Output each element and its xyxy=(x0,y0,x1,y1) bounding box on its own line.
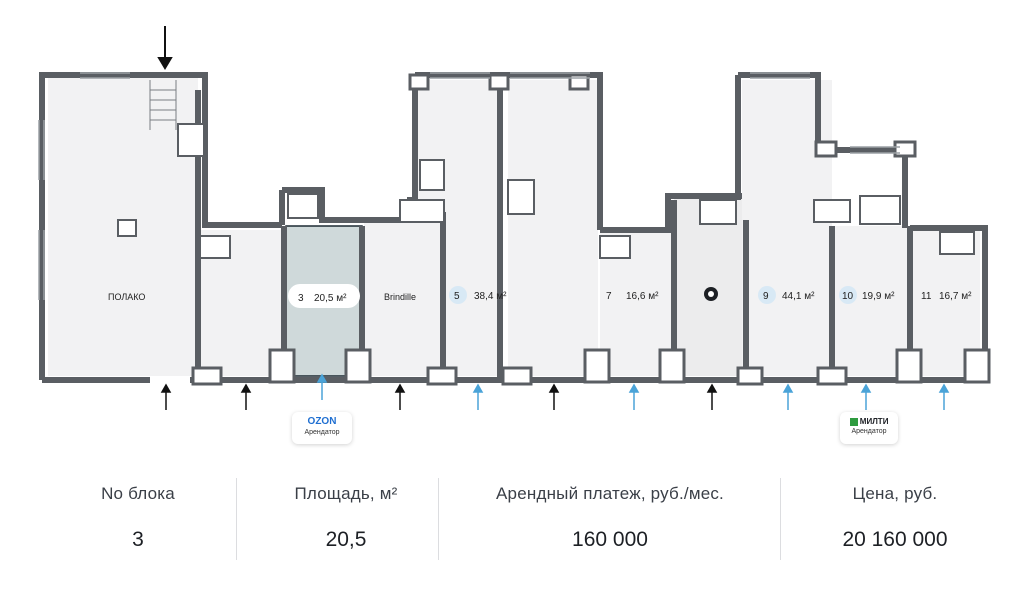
tenant-card-milti[interactable]: МИЛТИ Арендатор xyxy=(840,412,898,444)
tenant-card-ozon[interactable]: OZON Арендатор xyxy=(292,412,352,444)
unit-number: 5 xyxy=(454,291,460,302)
entrance-arrow-icon xyxy=(394,383,406,410)
unit-area: 16,6 м² xyxy=(626,291,659,302)
floor-plan: 3 20,5 м² 5 38,4 м² 7 16,6 м² 9 44,1 м² … xyxy=(38,26,991,410)
stat-value: 20,5 xyxy=(325,528,367,551)
divider xyxy=(438,478,439,560)
stat-area: Площадь, м² 20,5 xyxy=(236,468,456,578)
windows xyxy=(38,72,900,300)
tenant-role: Арендатор xyxy=(851,428,887,435)
stat-value: 3 xyxy=(132,528,144,551)
entrance-arrow-icon xyxy=(548,383,560,410)
stat-label: No блока xyxy=(101,484,175,503)
stat-block: No блока 3 xyxy=(20,468,256,578)
stairs xyxy=(149,80,177,130)
unit-number: 11 xyxy=(921,291,932,302)
unit-number: 10 xyxy=(842,291,854,302)
polako-column xyxy=(117,219,137,237)
unit-tag[interactable]: 5 38,4 м² xyxy=(449,286,507,304)
divider xyxy=(780,478,781,560)
unit-number: 9 xyxy=(763,291,769,302)
stat-value: 160 000 xyxy=(572,528,648,551)
entrance-arrow-icon xyxy=(628,383,640,410)
brandshop-label: Brindille xyxy=(384,292,416,302)
entrance-arrow-icon xyxy=(938,383,950,410)
stat-label: Арендный платеж, руб./мес. xyxy=(496,484,724,503)
room-fills xyxy=(48,78,980,376)
columns xyxy=(191,73,991,386)
tenant-role: Арендатор xyxy=(304,429,340,436)
milti-brand: МИЛТИ xyxy=(859,417,889,426)
entrance-arrow-icon xyxy=(316,373,328,400)
entrance-arrow-icon xyxy=(782,383,794,410)
top-entrance-arrow-icon xyxy=(157,26,173,70)
entrance-arrow-icon xyxy=(160,383,172,410)
entrance-arrow-icon xyxy=(240,383,252,410)
unit-area: 16,7 м² xyxy=(939,291,972,302)
stat-value: 20 160 000 xyxy=(842,528,948,551)
unit-area: 19,9 м² xyxy=(862,291,895,302)
ozon-logo: OZON xyxy=(307,416,337,427)
unit-tag[interactable]: 10 19,9 м² xyxy=(839,286,895,304)
entrance-arrow-icon xyxy=(706,383,718,410)
wc-blocks xyxy=(177,123,975,259)
unit-tag[interactable]: 3 20,5 м² xyxy=(288,284,360,308)
milti-logo-icon xyxy=(849,417,858,426)
unit-tag[interactable]: 11 16,7 м² xyxy=(921,291,972,302)
stat-label: Площадь, м² xyxy=(294,484,398,503)
divider xyxy=(236,478,237,560)
stat-rent: Арендный платеж, руб./мес. 160 000 xyxy=(438,468,782,578)
unit-tag[interactable]: 7 16,6 м² xyxy=(606,291,659,302)
stats-row: No блока 3 Площадь, м² 20,5 Арендный пла… xyxy=(20,468,1010,578)
milti-logo: МИЛТИ xyxy=(840,417,898,426)
unit-number: 3 xyxy=(298,293,304,304)
unit-area: 20,5 м² xyxy=(314,293,347,304)
stat-label: Цена, руб. xyxy=(852,484,938,503)
unit-area: 44,1 м² xyxy=(782,291,815,302)
entrance-arrows xyxy=(160,373,950,410)
polako-label: ПОЛАКО xyxy=(108,292,145,302)
unit-number: 7 xyxy=(606,291,612,302)
entrance-arrow-icon xyxy=(472,383,484,410)
entrance-arrow-icon xyxy=(860,383,872,410)
unit-tag[interactable]: 9 44,1 м² xyxy=(758,286,815,304)
stat-price: Цена, руб. 20 160 000 xyxy=(780,468,1010,578)
tenant-logo-icon xyxy=(704,287,718,301)
unit-area: 38,4 м² xyxy=(474,291,507,302)
